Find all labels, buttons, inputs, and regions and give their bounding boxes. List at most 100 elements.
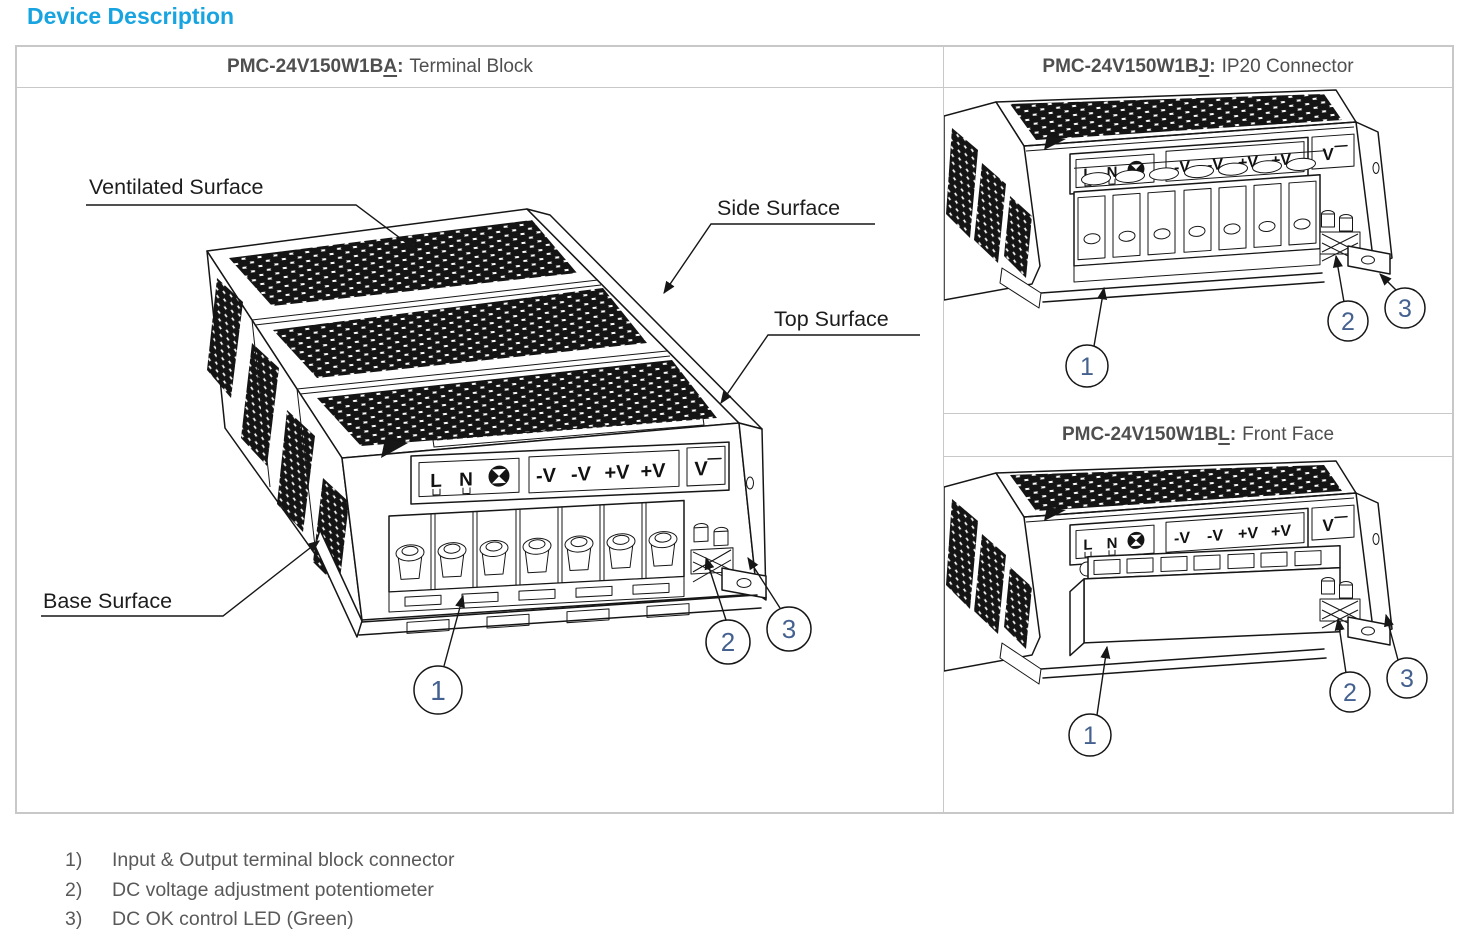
front-panel-edge	[1025, 126, 1355, 152]
leader-line	[86, 204, 418, 251]
callout-leader	[1332, 254, 1345, 303]
callout-3	[766, 606, 812, 652]
psu-ip20-illustration: L N -V -V +V +V V	[944, 89, 1426, 388]
header-terminal-block: PMC-24V150W1BA:Terminal Block	[17, 47, 943, 88]
potentiometer-led-cluster	[1319, 210, 1361, 262]
leader-line	[720, 334, 920, 405]
plate-hole	[1372, 162, 1380, 174]
plate-hole	[746, 476, 754, 490]
note-number: 3)	[65, 908, 83, 930]
seam-line	[296, 350, 668, 390]
vent-strip	[1004, 196, 1032, 278]
callout-3-number: 3	[782, 614, 796, 644]
leader-line	[663, 223, 875, 295]
colon: :	[1229, 424, 1237, 445]
vent-strip	[946, 128, 978, 238]
warning-arrow	[381, 439, 408, 458]
base-edge	[358, 607, 762, 636]
callout-1	[1065, 344, 1109, 388]
base-edge	[1040, 648, 1325, 670]
callout-1-number: 1	[430, 675, 446, 706]
callout-1	[1068, 713, 1112, 757]
callout-2-number: 2	[1341, 308, 1355, 336]
list-item: 2) DC voltage adjustment potentiometer	[65, 876, 455, 906]
ear-hole	[1361, 255, 1375, 265]
dc-ok-bar	[707, 457, 722, 460]
terminal-marking: -V	[1207, 527, 1223, 545]
psu-front-face-illustration: L N -V -V +V +V V	[944, 460, 1428, 757]
colon: :	[397, 56, 404, 77]
vent-strip	[277, 410, 315, 532]
callout-1-number: 1	[1083, 722, 1097, 750]
variant-description: IP20 Connector	[1221, 56, 1354, 77]
output-label-box	[528, 449, 680, 494]
note-text: Input & Output terminal block connector	[112, 849, 455, 871]
callout-leader	[1093, 286, 1108, 347]
right-end-plate	[738, 422, 767, 601]
cover-face	[1083, 566, 1341, 644]
psu-terminal-block-illustration: L N -V -V +V +V V	[41, 175, 920, 715]
vent-strip	[946, 499, 978, 609]
seam-line	[254, 284, 602, 326]
model-variant-letter: J	[1198, 56, 1210, 77]
terminal-marking: +V	[1271, 523, 1291, 541]
base-foot	[999, 642, 1042, 685]
label-strip: L N -V -V +V +V V	[410, 441, 730, 505]
callout-2-number: 2	[1343, 679, 1357, 707]
base-edge	[1042, 657, 1327, 679]
earth-screw-icon	[1127, 531, 1145, 549]
cover-slots	[1093, 550, 1322, 575]
page-title: Device Description	[27, 3, 235, 29]
terminal-marking: -V	[571, 463, 592, 486]
callout-2	[1329, 671, 1371, 713]
callout-legend: 1) Input & Output terminal block connect…	[65, 846, 455, 935]
base-foot	[999, 267, 1042, 309]
list-item: 3) DC OK control LED (Green)	[65, 905, 455, 935]
front-panel-edge	[1023, 121, 1357, 147]
callout-leader	[1379, 273, 1397, 291]
header-ip20-connector: PMC-24V150W1BJ:IP20 Connector	[944, 47, 1452, 88]
vent-band	[273, 288, 647, 378]
model-name: PMC-24V150W1B	[227, 56, 384, 77]
front-panel-edge	[1025, 497, 1355, 523]
ladder-dashes	[436, 418, 701, 441]
fuse-symbol	[432, 488, 441, 496]
leader-line	[41, 540, 320, 617]
vent-strip	[1004, 567, 1032, 649]
front-panel-edge	[1023, 492, 1357, 518]
dc-ok-marking: V	[694, 458, 708, 481]
terminal-screws	[395, 531, 678, 580]
top-surface-label: Top Surface	[774, 307, 889, 331]
seam-line	[299, 355, 671, 395]
terminal-marking: +V	[604, 461, 630, 484]
callout-leader	[704, 556, 727, 621]
colon: :	[1209, 56, 1216, 77]
line-marking: L	[430, 471, 442, 493]
dc-ok-label-box	[686, 445, 726, 487]
vent-strip	[241, 343, 279, 466]
note-number: 1)	[65, 849, 83, 871]
column-terminal-block: PMC-24V150W1BA:Terminal Block	[17, 47, 944, 812]
note-number: 2)	[65, 878, 83, 901]
dc-ok-marking: V	[1322, 145, 1334, 165]
terminal-marking: +V	[1238, 525, 1258, 543]
callout-leader	[747, 556, 781, 609]
device-description-table: PMC-24V150W1BA:Terminal Block	[15, 45, 1454, 814]
base-feet	[406, 603, 690, 634]
vent-band	[1010, 465, 1342, 511]
right-end-plate	[1355, 492, 1393, 638]
callout-3	[1384, 287, 1426, 329]
ear-hole	[1361, 626, 1375, 636]
side-surface-label: Side Surface	[717, 196, 840, 220]
callout-3-number: 3	[1400, 665, 1414, 693]
callout-3	[1386, 657, 1428, 699]
connector-screws	[1083, 218, 1311, 245]
base-surface-label: Base Surface	[43, 589, 172, 613]
warning-arrow	[1044, 136, 1066, 150]
vent-strip	[974, 534, 1006, 634]
model-variant-letter: L	[1218, 424, 1230, 445]
base-strip-notches	[404, 582, 670, 607]
drawing-front-face: L N -V -V +V +V V	[944, 457, 1452, 812]
callout-leader	[1384, 613, 1399, 661]
model-name: PMC-24V150W1B	[1042, 56, 1199, 77]
